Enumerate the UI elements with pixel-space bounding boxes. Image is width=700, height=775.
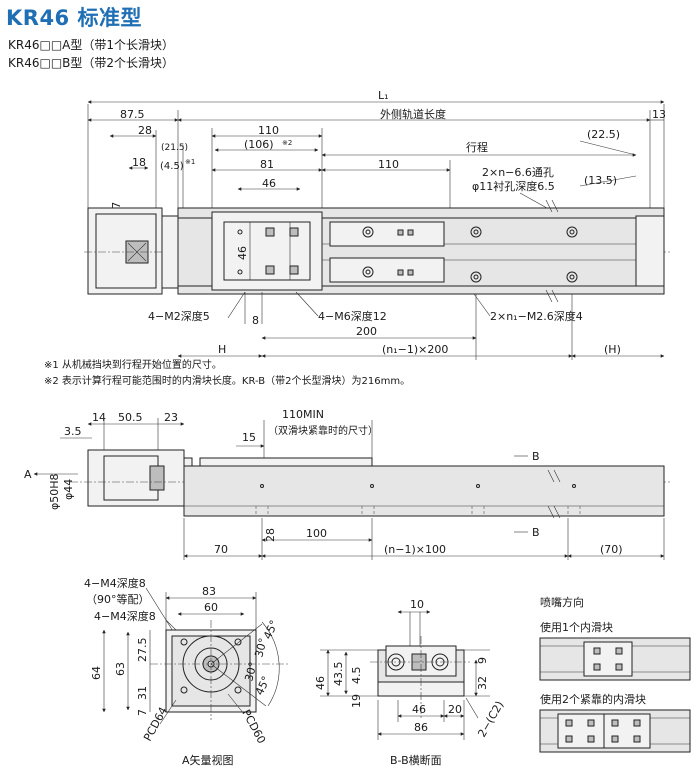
m6-tap-label: 4−M6深度12 [318,309,387,323]
dim-18: 18 [132,156,146,169]
m2-tap-label: 4−M2深度5 [148,309,210,323]
nozzle-two-illustration [539,709,691,753]
dim-3-5: 3.5 [64,425,82,438]
dim-15: 15 [242,431,256,444]
min-length-label: 110MIN [282,408,324,421]
nozzle-direction: 喷嘴方向 使用1个内滑块 使用2个紧靠的内滑块 [539,595,691,753]
dim-46-vertical: 46 [236,246,249,260]
bb-section: 10 46 43.5 4.5 19 32 9 46 20 [314,598,506,767]
footnote-1: ※1 从机械挡块到行程开始位置的尺寸。 [44,360,222,371]
nozzle-one-slider: 使用1个内滑块 [540,620,613,634]
dim-70-ref: (70) [600,543,623,556]
footnotes: ※1 从机械挡块到行程开始位置的尺寸。 ※2 表示计算行程可能范围时的内滑块长度… [44,358,410,390]
min-length-note: （双滑块紧靠时的尺寸） [268,424,378,437]
nozzle-title: 喷嘴方向 [540,595,584,609]
dim-63: 63 [114,662,127,676]
a-view: 4−M4深度8 （90°等配） 4−M4深度8 83 60 64 63 27.5… [84,576,290,767]
dim-9: 9 [476,657,489,664]
dim-7: 7 [136,709,149,716]
angle-30-bottom: 30° [242,661,260,683]
dim-n-100: (n−1)×100 [384,543,446,556]
dim-22-5: (22.5) [587,128,620,141]
hole-spec-through: 2×n−6.6通孔 [482,166,554,179]
dim-27-5: 27.5 [136,638,149,663]
dim-n1-200: (n₁−1)×200 [382,343,448,356]
dim-31: 31 [136,686,149,700]
dim-60: 60 [204,601,218,614]
side-view: 14 50.5 23 3.5 110MIN （双滑块紧靠时的尺寸） 15 A φ… [24,408,670,560]
dim-14: 14 [92,411,106,424]
dim-64: 64 [90,666,103,680]
dim-8: 8 [252,314,259,327]
dim-21-5: (21.5) [161,143,188,153]
m2-6-tap-label: 2×n₁−M2.6深度4 [490,309,583,323]
dim-19: 19 [350,694,363,708]
a-view-equal-90: （90°等配） [86,592,150,606]
dim-200: 200 [356,325,377,338]
a-view-m4-label-b: 4−M4深度8 [94,609,156,623]
bb-caption: B-B横断面 [390,753,442,767]
a-view-m4-label: 4−M4深度8 [84,576,146,590]
dim-32: 32 [476,676,489,690]
angle-45-top: 45° [261,618,281,641]
footnote-2: ※2 表示计算行程可能范围时的内滑块长度。KR-B（带2个长型滑块）为216mm… [44,376,411,387]
top-view: L₁ 87.5 外侧轨道长度 13 28 110 (106) ※2 行程 (22… [84,89,670,360]
dim-4-5: (4.5) [160,161,184,172]
ref-note-2: ※2 [282,139,292,147]
dim-h: H [218,343,226,356]
dim-10: 10 [410,598,424,611]
dim-87-5: 87.5 [120,108,145,121]
dim-46: 46 [262,177,276,190]
nozzle-two-sliders: 使用2个紧靠的内滑块 [540,692,646,706]
dim-110: 110 [258,124,279,137]
dim-46-bb-bottom: 46 [412,703,426,716]
dim-86: 86 [414,721,428,734]
angle-30-top: 30° [252,637,270,659]
dim-l1: L₁ [378,89,389,102]
dim-28: 28 [138,124,152,137]
section-b-bottom: B [532,526,540,539]
section-b-top: B [532,450,540,463]
dim-70: 70 [214,543,228,556]
chamfer-c2: 2−(C2) [475,699,506,740]
hole-spec-counterbore: φ11衬孔深度6.5 [472,179,555,193]
dim-50-5: 50.5 [118,411,143,424]
subtitle-type-b: KR46□□B型（带2个长滑块） [8,56,175,70]
dim-h-ref: (H) [604,343,621,356]
ref-note-1: ※1 [185,158,195,166]
dim-20: 20 [448,703,462,716]
dim-phi44: φ44 [62,479,75,500]
dim-43-5: 43.5 [332,662,345,687]
dim-110-b: 110 [378,158,399,171]
dim-46-bb: 46 [314,676,327,690]
outer-rail-length-label: 外侧轨道长度 [380,107,446,121]
dim-83: 83 [202,585,216,598]
dim-4-5-bb: 4.5 [350,667,363,685]
subtitle-type-a: KR46□□A型（带1个长滑块） [8,38,174,52]
dim-100: 100 [306,527,327,540]
dim-phi50h8: φ50H8 [48,473,61,510]
view-a-marker: A [24,468,32,481]
dim-13: 13 [652,108,666,121]
rail-side [183,465,665,517]
a-view-caption: A矢量视图 [182,753,234,767]
pcd60-label: PCD60 [239,707,268,746]
dim-106: (106) [244,138,274,151]
dim-23: 23 [164,411,178,424]
page-title: KR46 标准型 [6,6,142,30]
dim-81: 81 [260,158,274,171]
nozzle-one-illustration [539,637,691,681]
stroke-label: 行程 [466,141,488,154]
